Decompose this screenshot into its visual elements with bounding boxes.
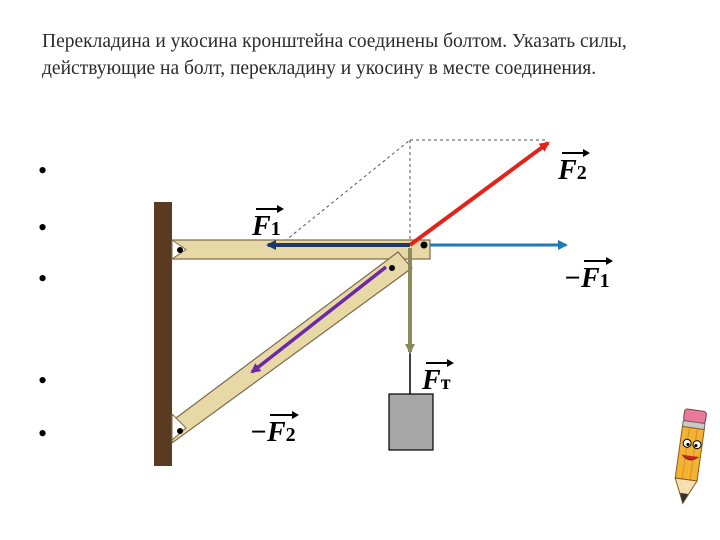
weight (388, 393, 434, 451)
label-letter: F (580, 263, 600, 294)
label-neg-f1: −F1 (564, 257, 613, 296)
label-ft: Fт (422, 359, 453, 398)
label-subscript: 2 (285, 424, 296, 446)
crossbar-wall-pin (177, 247, 183, 253)
arrow-neg-f2 (250, 265, 388, 374)
bolt-point (420, 241, 428, 249)
label-f1: F1 (252, 205, 284, 244)
bullet: • (38, 213, 48, 242)
label-neg-f2: −F2 (250, 411, 299, 450)
vector-bar (270, 411, 299, 419)
vector-bar (562, 149, 590, 157)
arrow-f2 (408, 141, 550, 247)
bullet: • (38, 366, 48, 395)
label-subscript: 1 (599, 270, 610, 292)
strut-hinge (171, 412, 187, 442)
label-sign: − (250, 417, 267, 448)
label-subscript: 2 (576, 162, 587, 184)
vector-bar (584, 257, 613, 265)
label-f2: F2 (558, 149, 590, 188)
label-letter: F (266, 417, 286, 448)
label-letter: F (558, 155, 577, 186)
label-sign: − (564, 263, 581, 294)
strut-end-pin (389, 265, 395, 271)
bullet: • (38, 419, 48, 448)
label-subscript: т (440, 372, 451, 394)
vector-bar (256, 205, 284, 213)
bullet: • (38, 264, 48, 293)
parallelogram-dashed-lines (279, 139, 548, 246)
label-letter: F (422, 365, 441, 396)
strut-wall-pin (177, 428, 183, 434)
label-letter: F (252, 211, 271, 242)
label-subscript: 1 (270, 218, 281, 240)
crossbar (171, 239, 431, 260)
pencil-mascot-icon (674, 408, 707, 505)
wall (154, 202, 172, 466)
bullet: • (38, 156, 48, 185)
task-statement: Перекладина и укосина кронштейна соедине… (42, 31, 627, 79)
vector-bar (426, 359, 453, 367)
